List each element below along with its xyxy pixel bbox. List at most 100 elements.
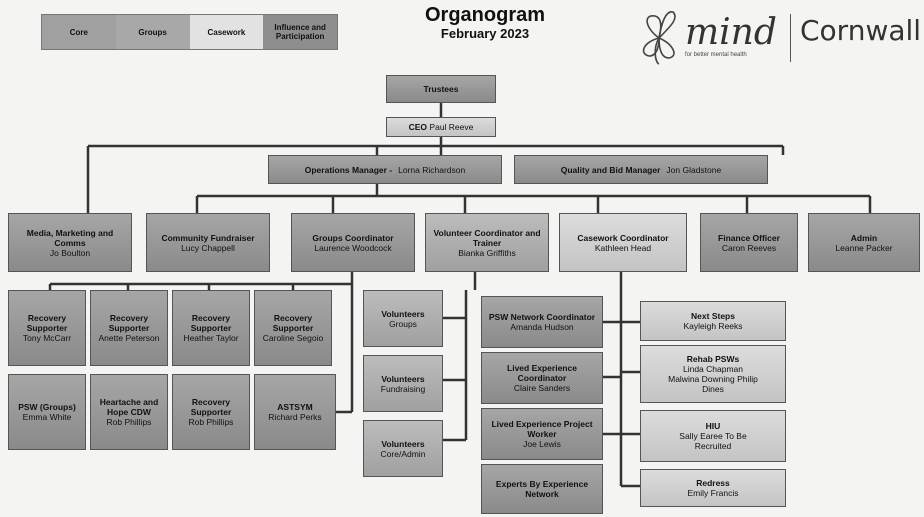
community-role: Community Fundraiser bbox=[161, 232, 255, 243]
groups-person: Laurence Woodcock bbox=[314, 242, 392, 253]
node-volunteers-core-admin: Volunteers Core/Admin bbox=[363, 420, 443, 477]
trustees-role: Trustees bbox=[423, 84, 459, 94]
finance-role: Finance Officer bbox=[718, 232, 780, 243]
node-recovery-supporter-4: Recovery Supporter Caroline Segoio bbox=[254, 290, 332, 366]
community-person: Lucy Chappell bbox=[181, 242, 235, 253]
node-finance-officer: Finance Officer Caron Reeves bbox=[700, 213, 798, 272]
voladmin-role: Volunteers bbox=[381, 438, 425, 449]
livedcoord-person: Claire Sanders bbox=[513, 383, 571, 393]
volcoord-role: Volunteer Coordinator and Trainer bbox=[433, 227, 541, 248]
mind-cornwall-logo: mind for better mental health Cornwall bbox=[635, 8, 922, 68]
pswnet-role: PSW Network Coordinator bbox=[488, 312, 596, 322]
nextsteps-role: Next Steps bbox=[691, 311, 735, 321]
heartache-person: Rob Phillips bbox=[106, 417, 152, 427]
hiu-role: HIU bbox=[705, 421, 721, 431]
node-astsym: ASTSYM Richard Perks bbox=[254, 374, 336, 450]
ops-role: Operations Manager - bbox=[304, 164, 393, 175]
rehab-role: Rehab PSWs bbox=[686, 354, 740, 364]
node-recovery-supporter-3: Recovery Supporter Heather Taylor bbox=[172, 290, 250, 366]
psw-person: Emma White bbox=[22, 412, 72, 422]
color-legend: Core Groups Casework Influence and Parti… bbox=[41, 14, 338, 50]
pswnet-person: Amanda Hudson bbox=[510, 322, 574, 332]
volcoord-person: Bianka Griffiths bbox=[458, 247, 516, 258]
page-subtitle: February 2023 bbox=[440, 26, 530, 41]
node-recovery-supporter-2: Recovery Supporter Anette Peterson bbox=[90, 290, 168, 366]
astsym-person: Richard Perks bbox=[268, 412, 322, 422]
hiu-person: Sally Earee To Be Recruited bbox=[679, 431, 747, 451]
rs3-role: Recovery Supporter bbox=[190, 313, 232, 333]
media-role: Media, Marketing and Comms bbox=[26, 227, 114, 248]
node-operations-manager: Operations Manager - Lorna Richardson bbox=[268, 155, 502, 184]
mind-flower-icon bbox=[642, 11, 676, 65]
experts-role: Experts By Experience Network bbox=[495, 479, 589, 499]
node-heartache-and-hope: Heartache and Hope CDW Rob Phillips bbox=[90, 374, 168, 450]
rs4-role: Recovery Supporter bbox=[272, 313, 314, 333]
volfund-role: Volunteers bbox=[381, 373, 425, 384]
legend-casework: Casework bbox=[189, 15, 264, 49]
node-recovery-supporter-1: Recovery Supporter Tony McCarr bbox=[8, 290, 86, 366]
logo-brand: mind bbox=[685, 12, 777, 53]
logo-tagline: for better mental health bbox=[685, 52, 747, 58]
node-psw-network-coordinator: PSW Network Coordinator Amanda Hudson bbox=[481, 296, 603, 348]
node-ceo: CEO Paul Reeve bbox=[386, 117, 496, 137]
rs2-person: Anette Peterson bbox=[98, 333, 160, 343]
livedproj-role: Lived Experience Project Worker bbox=[491, 419, 593, 439]
node-lived-experience-coordinator: Lived Experience Coordinator Claire Sand… bbox=[481, 352, 603, 404]
node-trustees: Trustees bbox=[386, 75, 496, 103]
legend-influence: Influence and Participation bbox=[263, 15, 337, 49]
admin-role: Admin bbox=[850, 232, 878, 243]
node-volunteers-fundraising: Volunteers Fundraising bbox=[363, 355, 443, 412]
legend-groups: Groups bbox=[115, 15, 190, 49]
node-admin: Admin Leanne Packer bbox=[808, 213, 920, 272]
nextsteps-person: Kayleigh Reeks bbox=[683, 321, 743, 331]
casework-role: Casework Coordinator bbox=[577, 232, 669, 243]
logo-divider bbox=[790, 14, 791, 62]
node-volunteer-coordinator: Volunteer Coordinator and Trainer Bianka… bbox=[425, 213, 549, 272]
node-media: Media, Marketing and Comms Jo Boulton bbox=[8, 213, 132, 272]
rs5-person: Rob Phillips bbox=[188, 417, 234, 427]
redress-role: Redress bbox=[696, 478, 730, 488]
node-psw-groups: PSW (Groups) Emma White bbox=[8, 374, 86, 450]
media-person: Jo Boulton bbox=[49, 247, 91, 258]
livedcoord-role: Lived Experience Coordinator bbox=[507, 363, 577, 383]
node-rehab-psws: Rehab PSWs Linda Chapman Malwina Downing… bbox=[640, 345, 786, 403]
volfund-person: Fundraising bbox=[380, 383, 426, 394]
voladmin-person: Core/Admin bbox=[380, 448, 426, 459]
groups-role: Groups Coordinator bbox=[312, 232, 394, 243]
node-community-fundraiser: Community Fundraiser Lucy Chappell bbox=[146, 213, 270, 272]
node-recovery-supporter-5: Recovery Supporter Rob Phillips bbox=[172, 374, 250, 450]
heartache-role: Heartache and Hope CDW bbox=[99, 397, 159, 417]
astsym-role: ASTSYM bbox=[277, 402, 313, 412]
rs4-person: Caroline Segoio bbox=[262, 333, 324, 343]
node-next-steps: Next Steps Kayleigh Reeks bbox=[640, 301, 786, 341]
admin-person: Leanne Packer bbox=[835, 242, 893, 253]
ceo-role: CEO bbox=[408, 122, 428, 132]
node-casework-coordinator: Casework Coordinator Kathleen Head bbox=[559, 213, 687, 272]
ceo-person: Paul Reeve bbox=[429, 122, 474, 132]
rs1-person: Tony McCarr bbox=[22, 333, 72, 343]
node-quality-manager: Quality and Bid Manager Jon Gladstone bbox=[514, 155, 768, 184]
rs2-role: Recovery Supporter bbox=[108, 313, 150, 333]
node-lived-experience-project-worker: Lived Experience Project Worker Joe Lewi… bbox=[481, 408, 603, 460]
livedproj-person: Joe Lewis bbox=[523, 439, 561, 449]
page-title-block: Organogram February 2023 bbox=[395, 4, 575, 42]
rs5-role: Recovery Supporter bbox=[190, 397, 232, 417]
casework-person: Kathleen Head bbox=[594, 242, 652, 253]
logo-region: Cornwall bbox=[800, 14, 922, 47]
page-title: Organogram bbox=[424, 4, 546, 26]
node-hiu: HIU Sally Earee To Be Recruited bbox=[640, 410, 786, 462]
volgroups-role: Volunteers bbox=[381, 308, 425, 319]
ceo-label: CEO Paul Reeve bbox=[409, 122, 474, 132]
legend-core: Core bbox=[42, 15, 116, 49]
psw-role: PSW (Groups) bbox=[18, 402, 76, 412]
quality-person: Jon Gladstone bbox=[666, 164, 722, 175]
node-groups-coordinator: Groups Coordinator Laurence Woodcock bbox=[291, 213, 415, 272]
rehab-person: Linda Chapman Malwina Downing Philip Din… bbox=[668, 364, 758, 394]
redress-person: Emily Francis bbox=[687, 488, 739, 498]
finance-person: Caron Reeves bbox=[721, 242, 777, 253]
quality-role: Quality and Bid Manager bbox=[560, 164, 661, 175]
node-experts-by-experience: Experts By Experience Network bbox=[481, 464, 603, 514]
rs3-person: Heather Taylor bbox=[183, 333, 239, 343]
ops-person: Lorna Richardson bbox=[398, 164, 466, 175]
